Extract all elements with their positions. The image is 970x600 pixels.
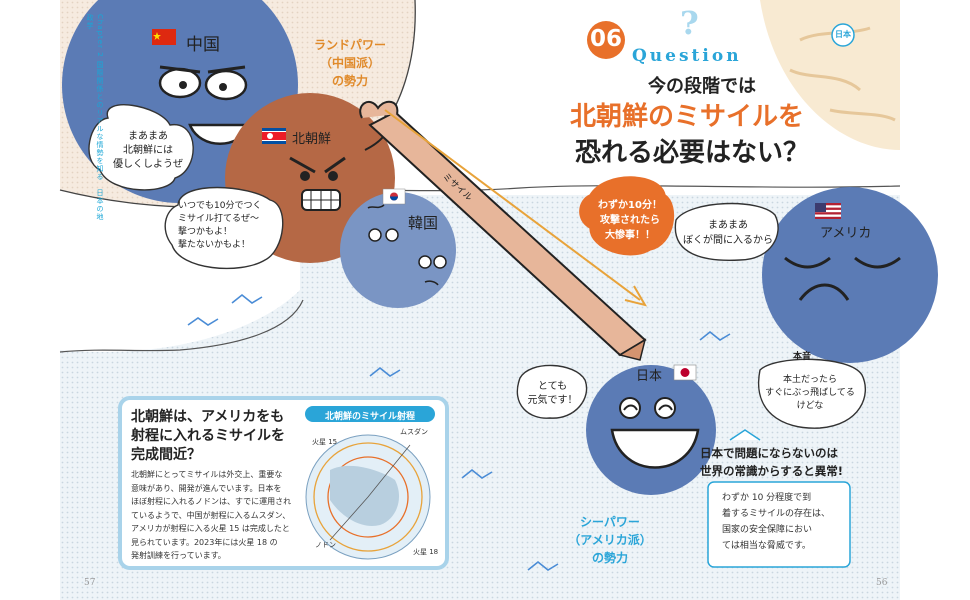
info-box-title: 北朝鮮は、アメリカをも射程に入れるミサイルを完成間近？ — [131, 409, 285, 463]
japan-honne-bubble-shape — [757, 358, 867, 429]
missile-illustration — [359, 100, 647, 361]
svg-text:?: ? — [680, 4, 699, 42]
north-korea-label: 北朝鮮 — [292, 132, 332, 147]
question-line1: 今の段階では — [648, 76, 756, 97]
side-box-tick — [729, 429, 761, 441]
question-number-circle — [587, 21, 625, 59]
usa-bubble: まあまあぼくが間に入るから — [683, 220, 773, 246]
land-power-label: ランドパワー （中国派） の勢力 — [313, 38, 386, 88]
range-label-nodong: ノドン — [315, 541, 336, 549]
question-line2: 北朝鮮のミサイルを — [570, 102, 805, 132]
map-japan-label: 日本 — [835, 30, 851, 39]
north-korea-bubble: いつでも10分でつくミサイル打てるぜ～撃つかもよ！撃たないかもよ！ — [178, 201, 262, 250]
side-box-body: わずか 10 分程度で到着するミサイルの存在は、国家の安全保障においては相当な脅… — [722, 493, 831, 551]
question-number: 06 — [589, 26, 622, 52]
side-box-title: 日本で問題にならないのは世界の常識からすると異常! — [700, 446, 844, 478]
warning-bubble: わずか10分！攻撃されたら大惨事！！ — [598, 200, 662, 241]
south-korea-character — [340, 192, 456, 308]
page-number-left: 57 — [84, 578, 96, 588]
china-bubble-shape — [88, 104, 194, 191]
range-label-musudan: ムスダン — [400, 428, 428, 436]
missile-range-globe — [305, 434, 431, 560]
range-label-hwasong18: 火星 18 — [413, 548, 439, 556]
japan-label: 日本 — [636, 369, 663, 384]
usa-character — [762, 187, 938, 363]
north-korea-bubble-shape — [164, 186, 284, 270]
china-bubble: まあまあ北朝鮮には優しくしようぜ — [113, 131, 183, 170]
side-box-bg — [707, 481, 851, 568]
info-box-body: 北朝鮮にとってミサイルは外交上、重要な意味があり、開発が進んでいます。日本をほぼ… — [131, 470, 292, 560]
japan-character — [586, 365, 716, 495]
question-word: Question — [632, 46, 742, 66]
south-korea-label: 韓国 — [408, 214, 439, 232]
usa-label: アメリカ — [820, 226, 872, 241]
japan-honne-label: 本音 — [793, 352, 812, 362]
chapter-spine-text: Chapter 2 国際関係とのリアルな情勢を知る 日本の地政学 — [86, 14, 104, 221]
usa-bubble-shape — [674, 202, 779, 262]
page-number-right: 56 — [876, 578, 888, 588]
china-label: 中国 — [186, 35, 220, 55]
trajectory-arrow — [384, 109, 648, 307]
japan-bubble: とても元気です！ — [527, 381, 578, 406]
sea-power-label: シーパワー （アメリカ派） の勢力 — [568, 515, 652, 565]
japan-honne-bubble: 本土だったらすぐにぶっ飛ばしてるけどな — [765, 375, 855, 411]
question-line3: 恐れる必要はない？ — [575, 138, 810, 168]
range-chart-title: 北朝鮮のミサイル射程 — [324, 412, 415, 422]
range-label-hwasong15: 火星 15 — [312, 438, 338, 446]
japan-bubble-shape — [516, 364, 588, 419]
warning-bubble-shape — [579, 176, 675, 256]
